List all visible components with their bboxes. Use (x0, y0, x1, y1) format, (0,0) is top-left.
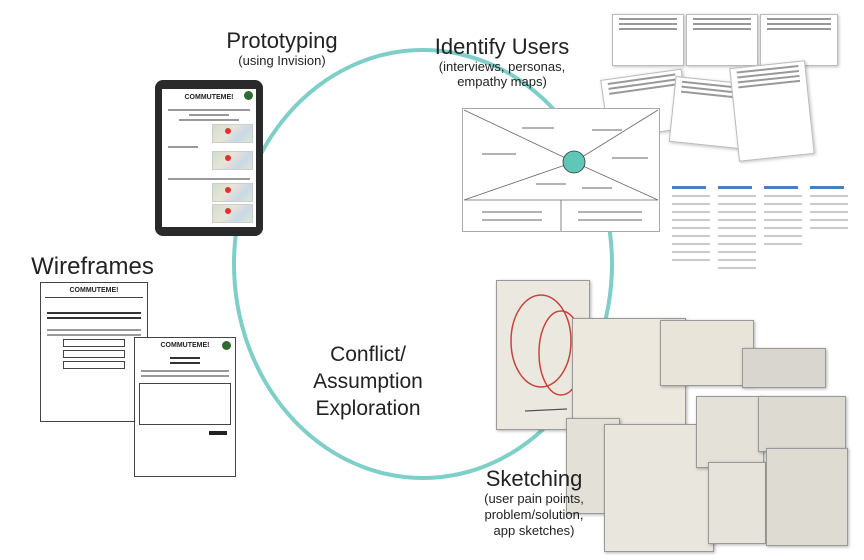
conflict-title-2: Assumption (313, 370, 423, 393)
tablet-prototype-image: COMMUTEME! (155, 80, 263, 236)
sketching-subtitle-1: (user pain points, (484, 491, 584, 506)
app-sketch-photo (708, 462, 766, 544)
sketch-photo (660, 320, 754, 386)
wireframe-sketch-1: COMMUTEME! (40, 282, 148, 422)
sketching-subtitle-3: app sketches) (493, 523, 575, 538)
app-sketch-photo (696, 396, 764, 468)
interview-document (612, 14, 684, 66)
map-thumbnail (212, 183, 253, 202)
wireframes-title: Wireframes (31, 253, 154, 280)
empathy-map-image (462, 108, 660, 232)
prototyping-subtitle: (using Invision) (238, 53, 326, 68)
app-sketch-photo (604, 424, 714, 552)
interview-document (686, 14, 758, 66)
map-thumbnail (212, 151, 253, 170)
tree-logo-icon (244, 91, 253, 100)
sketching-title: Sketching (485, 466, 583, 491)
app-sketch-photo (758, 396, 846, 452)
sketch-photo (742, 348, 826, 388)
tablet-screen: COMMUTEME! (162, 89, 256, 227)
identify-users-subtitle-2: empathy maps) (457, 74, 547, 89)
map-thumbnail (212, 204, 253, 223)
sketching-subtitle-2: problem/solution, (484, 507, 584, 522)
wireframe-app-title-2: COMMUTEME! (160, 342, 210, 349)
prototyping-title: Prototyping (226, 28, 338, 53)
interview-document (729, 60, 815, 162)
persona-columns-image (672, 186, 848, 269)
conflict-title-3: Exploration (315, 397, 421, 420)
tablet-app-title: COMMUTEME! (184, 94, 234, 101)
app-sketch-photo (766, 448, 848, 546)
interview-document (760, 14, 838, 66)
wireframe-sketch-2: COMMUTEME! (134, 337, 236, 477)
identify-users-subtitle-1: (interviews, personas, (438, 59, 566, 74)
identify-users-title: Identify Users (434, 34, 570, 59)
wireframe-app-title: COMMUTEME! (69, 287, 119, 294)
conflict-title-1: Conflict/ (330, 343, 406, 366)
map-thumbnail (212, 124, 253, 143)
tree-logo-icon (222, 341, 231, 350)
cycle-circle (232, 48, 614, 480)
